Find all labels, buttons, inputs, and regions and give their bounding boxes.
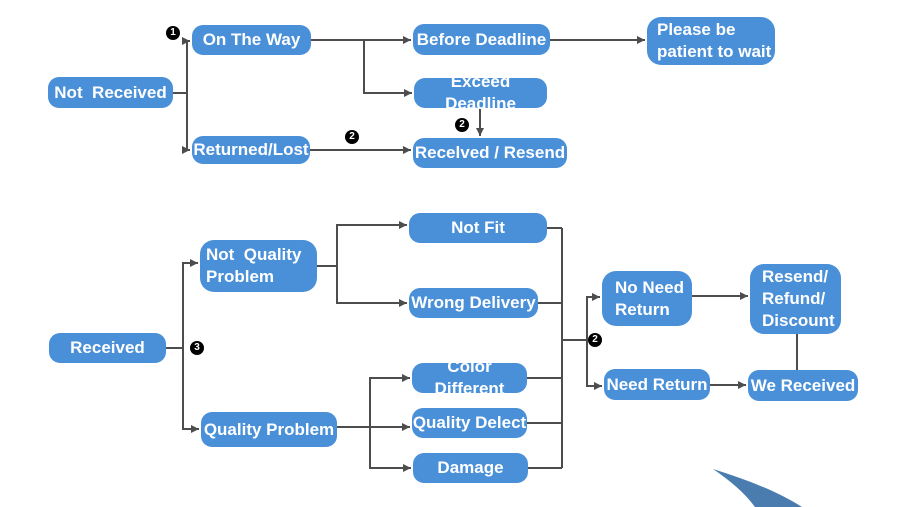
step-marker-3: 3 bbox=[190, 341, 204, 355]
step-marker-2-return-decision: 2 bbox=[588, 333, 602, 347]
node-color-different: Color Different bbox=[412, 357, 527, 398]
node-wrong-delivery: Wrong Delivery bbox=[409, 288, 538, 318]
node-please-wait: Please be patient to wait bbox=[647, 17, 775, 65]
node-we-received: We Received bbox=[748, 370, 858, 401]
node-need-return: Need Return bbox=[604, 369, 710, 400]
node-returned-lost: Returned/Lost bbox=[192, 136, 310, 164]
step-marker-1: 1 bbox=[166, 26, 180, 40]
node-quality-delect: Quality Delect bbox=[412, 408, 527, 438]
node-not-received: Not Received bbox=[48, 77, 173, 108]
node-quality-problem: Quality Problem bbox=[201, 412, 337, 447]
node-exceed-deadline: Exceed Deadline bbox=[414, 72, 547, 113]
node-no-need-return: No Need Return bbox=[602, 271, 692, 326]
decorative-swoosh bbox=[713, 469, 802, 507]
node-not-quality-problem: Not Quality Problem bbox=[200, 240, 317, 292]
edges bbox=[166, 36, 798, 472]
node-resend-refund-discount: Resend/ Refund/ Discount bbox=[750, 264, 841, 334]
node-on-the-way: On The Way bbox=[192, 25, 311, 55]
node-received: Received bbox=[49, 333, 166, 363]
step-marker-2-returned: 2 bbox=[345, 130, 359, 144]
step-marker-2-exceed: 2 bbox=[455, 118, 469, 132]
node-before-deadline: Before Deadline bbox=[413, 24, 550, 55]
node-damage: Damage bbox=[413, 453, 528, 483]
node-not-fit: Not Fit bbox=[409, 213, 547, 243]
node-recelved-resend: Recelved / Resend bbox=[413, 138, 567, 168]
